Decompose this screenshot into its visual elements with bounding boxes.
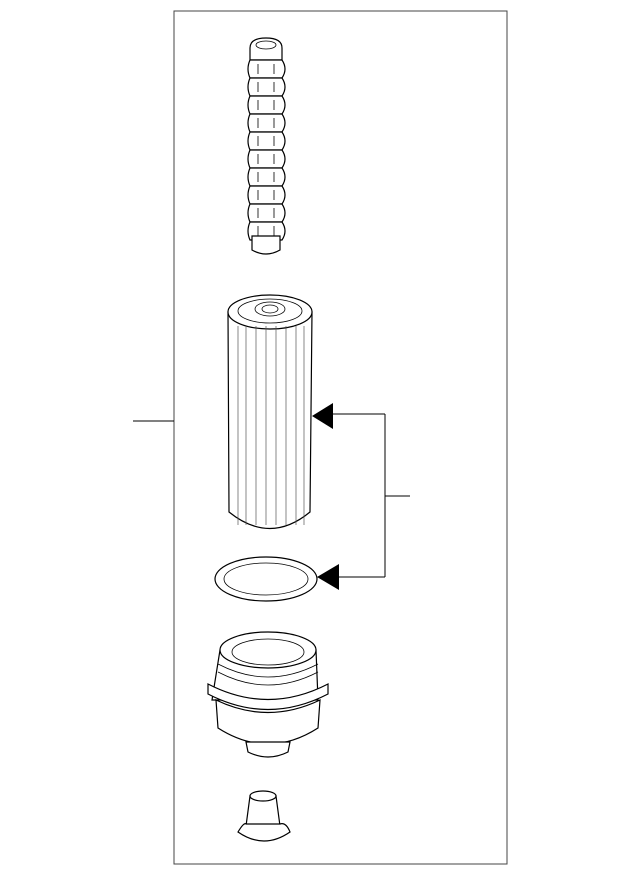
tube-coil xyxy=(247,185,286,205)
tube-coil xyxy=(247,59,286,79)
callout-arrows xyxy=(312,403,410,590)
arrow-to-oring-icon xyxy=(317,564,339,590)
tube-coil xyxy=(247,113,286,133)
diagram-frame xyxy=(173,10,508,865)
filter-housing-cap-part xyxy=(207,631,329,758)
drain-plug-part xyxy=(237,790,291,842)
o-ring-part xyxy=(214,556,318,602)
tube-coil xyxy=(247,77,286,97)
tube-coil xyxy=(247,167,286,187)
tube-coil xyxy=(247,131,286,151)
tube-coil xyxy=(247,203,286,223)
arrow-to-filter-icon xyxy=(312,403,333,429)
tube-coil xyxy=(247,95,286,115)
filter-element-part xyxy=(227,294,313,530)
tube-coil xyxy=(247,149,286,169)
center-tube-part xyxy=(247,37,286,255)
